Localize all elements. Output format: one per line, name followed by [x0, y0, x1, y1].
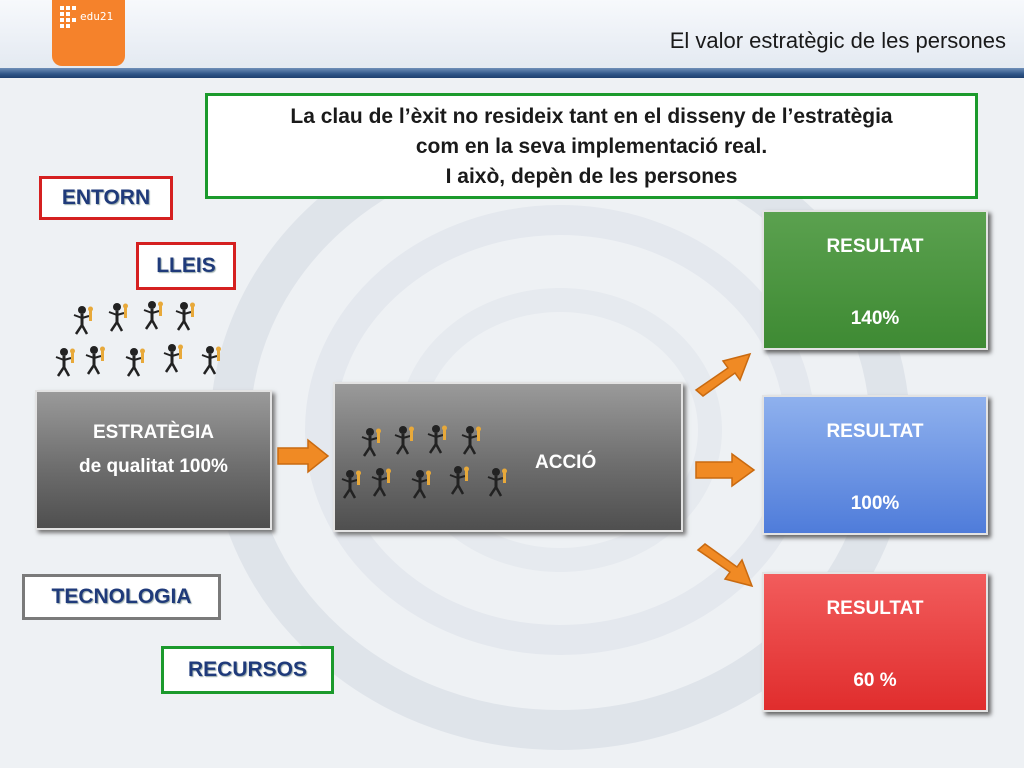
strategy-title: ESTRATÈGIA — [92, 422, 215, 443]
action-label: ACCIÓ — [535, 452, 597, 473]
person-with-key-icon — [200, 344, 223, 376]
factor-entorn: ENTORN — [39, 176, 173, 220]
page-title: El valor estratègic de les persones — [669, 28, 1006, 53]
result-value: 140% — [850, 308, 900, 329]
factor-tecnologia-label: TECNOLOGIA — [51, 585, 192, 608]
factor-lleis-label: LLEIS — [156, 254, 216, 277]
person-with-key-icon — [370, 466, 393, 498]
person-with-key-icon — [460, 424, 483, 456]
person-with-key-icon — [410, 468, 433, 500]
result-label: RESULTAT — [826, 598, 924, 619]
orange-arrow-icon — [694, 352, 752, 397]
key-message-box: La clau de l’èxit no resideix tant en el… — [205, 93, 978, 199]
orange-arrow-icon — [696, 543, 754, 588]
result-box-low: RESULTAT 60 % — [762, 572, 988, 712]
factor-lleis: LLEIS — [136, 242, 236, 290]
key-message-line-2: com en la seva implementació real. — [415, 135, 768, 158]
people-group-top — [54, 299, 223, 378]
key-message-line-3: I això, depèn de les persones — [445, 165, 738, 188]
person-with-key-icon — [142, 299, 165, 331]
person-with-key-icon — [393, 424, 416, 456]
person-with-key-icon — [360, 426, 383, 458]
person-with-key-icon — [174, 300, 197, 332]
factor-tecnologia: TECNOLOGIA — [22, 574, 221, 620]
person-with-key-icon — [124, 346, 147, 378]
logo-grid-icon — [60, 6, 76, 28]
person-with-key-icon — [426, 423, 449, 455]
person-with-key-icon — [448, 464, 471, 496]
header-divider — [0, 68, 1024, 78]
person-with-key-icon — [340, 468, 363, 500]
person-with-key-icon — [84, 344, 107, 376]
people-group-action — [340, 423, 509, 500]
key-message-line-1: La clau de l’èxit no resideix tant en el… — [290, 105, 893, 128]
factor-recursos-label: RECURSOS — [187, 658, 308, 681]
logo: edu21 — [52, 0, 125, 66]
person-with-key-icon — [54, 346, 77, 378]
orange-arrow-icon — [695, 452, 756, 488]
header-band — [0, 0, 1024, 70]
result-label: RESULTAT — [826, 236, 924, 257]
result-box-equal: RESULTAT 100% — [762, 395, 988, 535]
result-box-high: RESULTAT 140% — [762, 210, 988, 350]
orange-arrow-icon — [277, 438, 330, 474]
action-box: ACCIÓ — [333, 382, 683, 532]
result-value: 60 % — [853, 670, 897, 691]
result-value: 100% — [850, 493, 900, 514]
strategy-quality: de qualitat 100% — [79, 456, 228, 477]
person-with-key-icon — [486, 466, 509, 498]
person-with-key-icon — [107, 301, 130, 333]
result-label: RESULTAT — [826, 421, 924, 442]
person-with-key-icon — [162, 342, 185, 374]
logo-text: edu21 — [80, 10, 114, 23]
strategy-box: ESTRATÈGIA de qualitat 100% — [35, 390, 272, 530]
factor-recursos: RECURSOS — [161, 646, 334, 694]
factor-entorn-label: ENTORN — [61, 186, 151, 209]
person-with-key-icon — [72, 304, 95, 336]
